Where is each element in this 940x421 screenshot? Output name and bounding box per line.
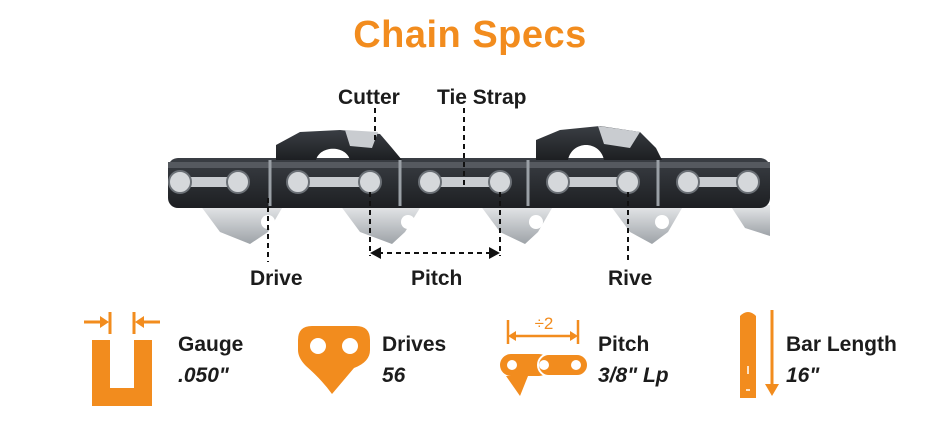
chain-band bbox=[168, 158, 770, 208]
spec-value: 16" bbox=[786, 364, 820, 387]
tie-strap-label: Tie Strap bbox=[437, 86, 527, 109]
page-title: Chain Specs bbox=[353, 14, 587, 56]
spec-name: Bar Length bbox=[786, 333, 897, 356]
drive-links bbox=[168, 205, 770, 244]
pitch-arrow bbox=[370, 247, 500, 259]
spec-value: 3/8" Lp bbox=[598, 364, 669, 387]
spec-value: 56 bbox=[382, 364, 406, 387]
rivets bbox=[168, 170, 760, 194]
drive-hole bbox=[529, 215, 543, 229]
spec-name: Gauge bbox=[178, 333, 244, 356]
drive-label: Drive bbox=[250, 267, 303, 290]
chain-pitch-icon: ÷2 bbox=[500, 314, 589, 396]
cutter-teeth bbox=[276, 126, 662, 160]
pitch-icon-label: ÷2 bbox=[535, 314, 554, 333]
drive-hole bbox=[261, 215, 275, 229]
spec-value: .050" bbox=[178, 364, 229, 387]
leader-lines bbox=[267, 108, 629, 262]
pitch-label: Pitch bbox=[411, 267, 463, 290]
gauge-u-icon bbox=[84, 312, 160, 406]
spec-name: Drives bbox=[382, 333, 447, 356]
rive-label: Rive bbox=[608, 267, 653, 290]
drive-link-icon bbox=[298, 326, 370, 394]
saw-chain-diagram bbox=[168, 108, 770, 262]
guide-bar-icon bbox=[740, 310, 779, 398]
drive-hole bbox=[655, 215, 669, 229]
cutter-label: Cutter bbox=[338, 86, 400, 109]
drive-hole bbox=[401, 215, 415, 229]
spec-name: Pitch bbox=[598, 333, 650, 356]
